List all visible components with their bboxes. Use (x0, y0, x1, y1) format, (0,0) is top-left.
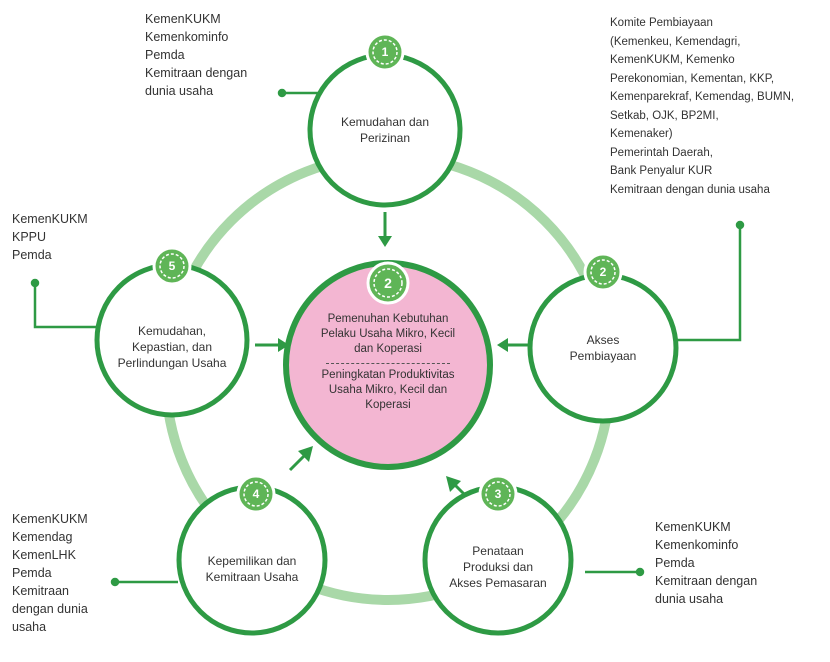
stakeholder-item: Kemenkominfo (145, 30, 229, 44)
connector-dot-bottom-right (635, 567, 645, 577)
node-badge-number-5: 5 (168, 259, 176, 273)
stakeholder-item: Kemenkominfo (655, 538, 739, 552)
connector-dot-top (277, 88, 287, 98)
stakeholder-item: Setkab, OJK, BP2MI, (610, 109, 719, 122)
node-badge-number-1: 1 (381, 45, 389, 59)
center-text: Pemenuhan Kebutuhan Pelaku Usaha Mikro, … (318, 312, 458, 413)
node-badge-number-4: 4 (252, 487, 260, 501)
arrow-right-head (497, 338, 508, 352)
node-badge-5 (152, 246, 192, 286)
stakeholder-item: Bank Penyalur KUR (610, 165, 713, 177)
stakeholder-item: Kemenparekraf, Kemendag, BUMN, (610, 91, 795, 103)
center-badge-number: 2 (384, 275, 392, 291)
stakeholder-item: Kemendag (12, 530, 73, 544)
stakeholder-item: KemenKUKM, Kemenko (610, 54, 735, 66)
arrow-bottom-right-head (446, 476, 461, 492)
stakeholder-item: Pemda (12, 248, 52, 262)
center-line-2: Peningkatan Produktivitas Usaha Mikro, K… (321, 369, 455, 411)
node-badge-1 (365, 32, 405, 72)
stakeholder-item: KemenKUKM (655, 520, 731, 534)
node-label-5: Kemudahan, Kepastian, dan Perlindungan U… (117, 324, 227, 370)
node-badge-number-2: 2 (599, 265, 607, 279)
stakeholder-item: KemenKUKM (145, 12, 221, 26)
stakeholder-item: dunia usaha (655, 592, 724, 606)
connector-dot-bottom-left (110, 577, 120, 587)
stakeholder-item: Pemerintah Daerah, (610, 146, 713, 159)
connector-left (33, 283, 100, 329)
stakeholder-item: Pemda (12, 566, 52, 580)
stakeholder-item: Perekonomian, Kementan, KKP, (610, 72, 775, 85)
node-badge-2 (583, 252, 623, 292)
stakeholder-item: Komite Pembiayaan (610, 17, 713, 29)
stakeholders-bottom-right: KemenKUKM Kemenkominfo Pemda Kemitraan d… (655, 518, 757, 608)
stakeholders-bottom-left: KemenKUKM Kemendag KemenLHK Pemda Kemitr… (12, 510, 88, 636)
stakeholder-item: Kemitraan (12, 584, 69, 598)
node-label-4: Kepemilikan dan Kemitraan Usaha (205, 554, 299, 584)
node-label-2: Akses Pembiayaan (569, 333, 637, 363)
stakeholder-item: usaha (12, 620, 47, 634)
stakeholder-item: KemenKUKM (12, 512, 88, 526)
stakeholder-item: dunia usaha (145, 84, 214, 98)
node-badges (152, 32, 623, 514)
stakeholder-item: (Kemenkeu, Kemendagri, (610, 35, 741, 48)
arrow-left-head (278, 338, 289, 352)
node-label-1: Kemudahan dan Perizinan (340, 115, 430, 145)
stakeholder-item: Kemitraan dengan (145, 66, 248, 80)
arrow-top-head (378, 236, 392, 247)
center-divider (326, 363, 450, 364)
connector-right (665, 225, 742, 342)
stakeholder-item: Pemda (145, 48, 185, 62)
stakeholder-item: Kemitraan dengan dunia usaha (610, 183, 770, 196)
stakeholders-top: KemenKUKM Kemenkominfo Pemda Kemitraan d… (145, 10, 247, 100)
node-badge-number-3: 3 (494, 487, 502, 501)
stakeholders-left: KemenKUKM KPPU Pemda (12, 210, 88, 264)
stakeholder-item: dengan dunia (12, 602, 88, 616)
stakeholder-item: Kemenaker) (610, 128, 673, 140)
node-label-3: Penataan Produksi dan Akses Pemasaran (449, 544, 547, 590)
center-badge (366, 261, 410, 305)
arrow-bottom-left-line (288, 453, 307, 472)
stakeholder-item: Kemitraan dengan (655, 574, 758, 588)
stakeholder-item: KPPU (12, 230, 47, 244)
stakeholder-item: KemenLHK (12, 548, 76, 562)
center-badge-inner (373, 268, 403, 298)
stakeholders-right: Komite Pembiayaan (Kemenkeu, Kemendagri,… (610, 14, 794, 199)
center-line-1: Pemenuhan Kebutuhan Pelaku Usaha Mikro, … (320, 313, 456, 355)
connector-lines (30, 88, 745, 587)
connector-dot-right (735, 220, 745, 230)
node-badge-4 (236, 474, 276, 514)
arrows (255, 212, 530, 502)
stakeholder-item: KemenKUKM (12, 212, 88, 226)
arrow-bottom-left-head (298, 446, 313, 462)
stakeholder-item: Pemda (655, 556, 695, 570)
connector-dot-left (30, 278, 40, 288)
node-badge-3 (478, 474, 518, 514)
